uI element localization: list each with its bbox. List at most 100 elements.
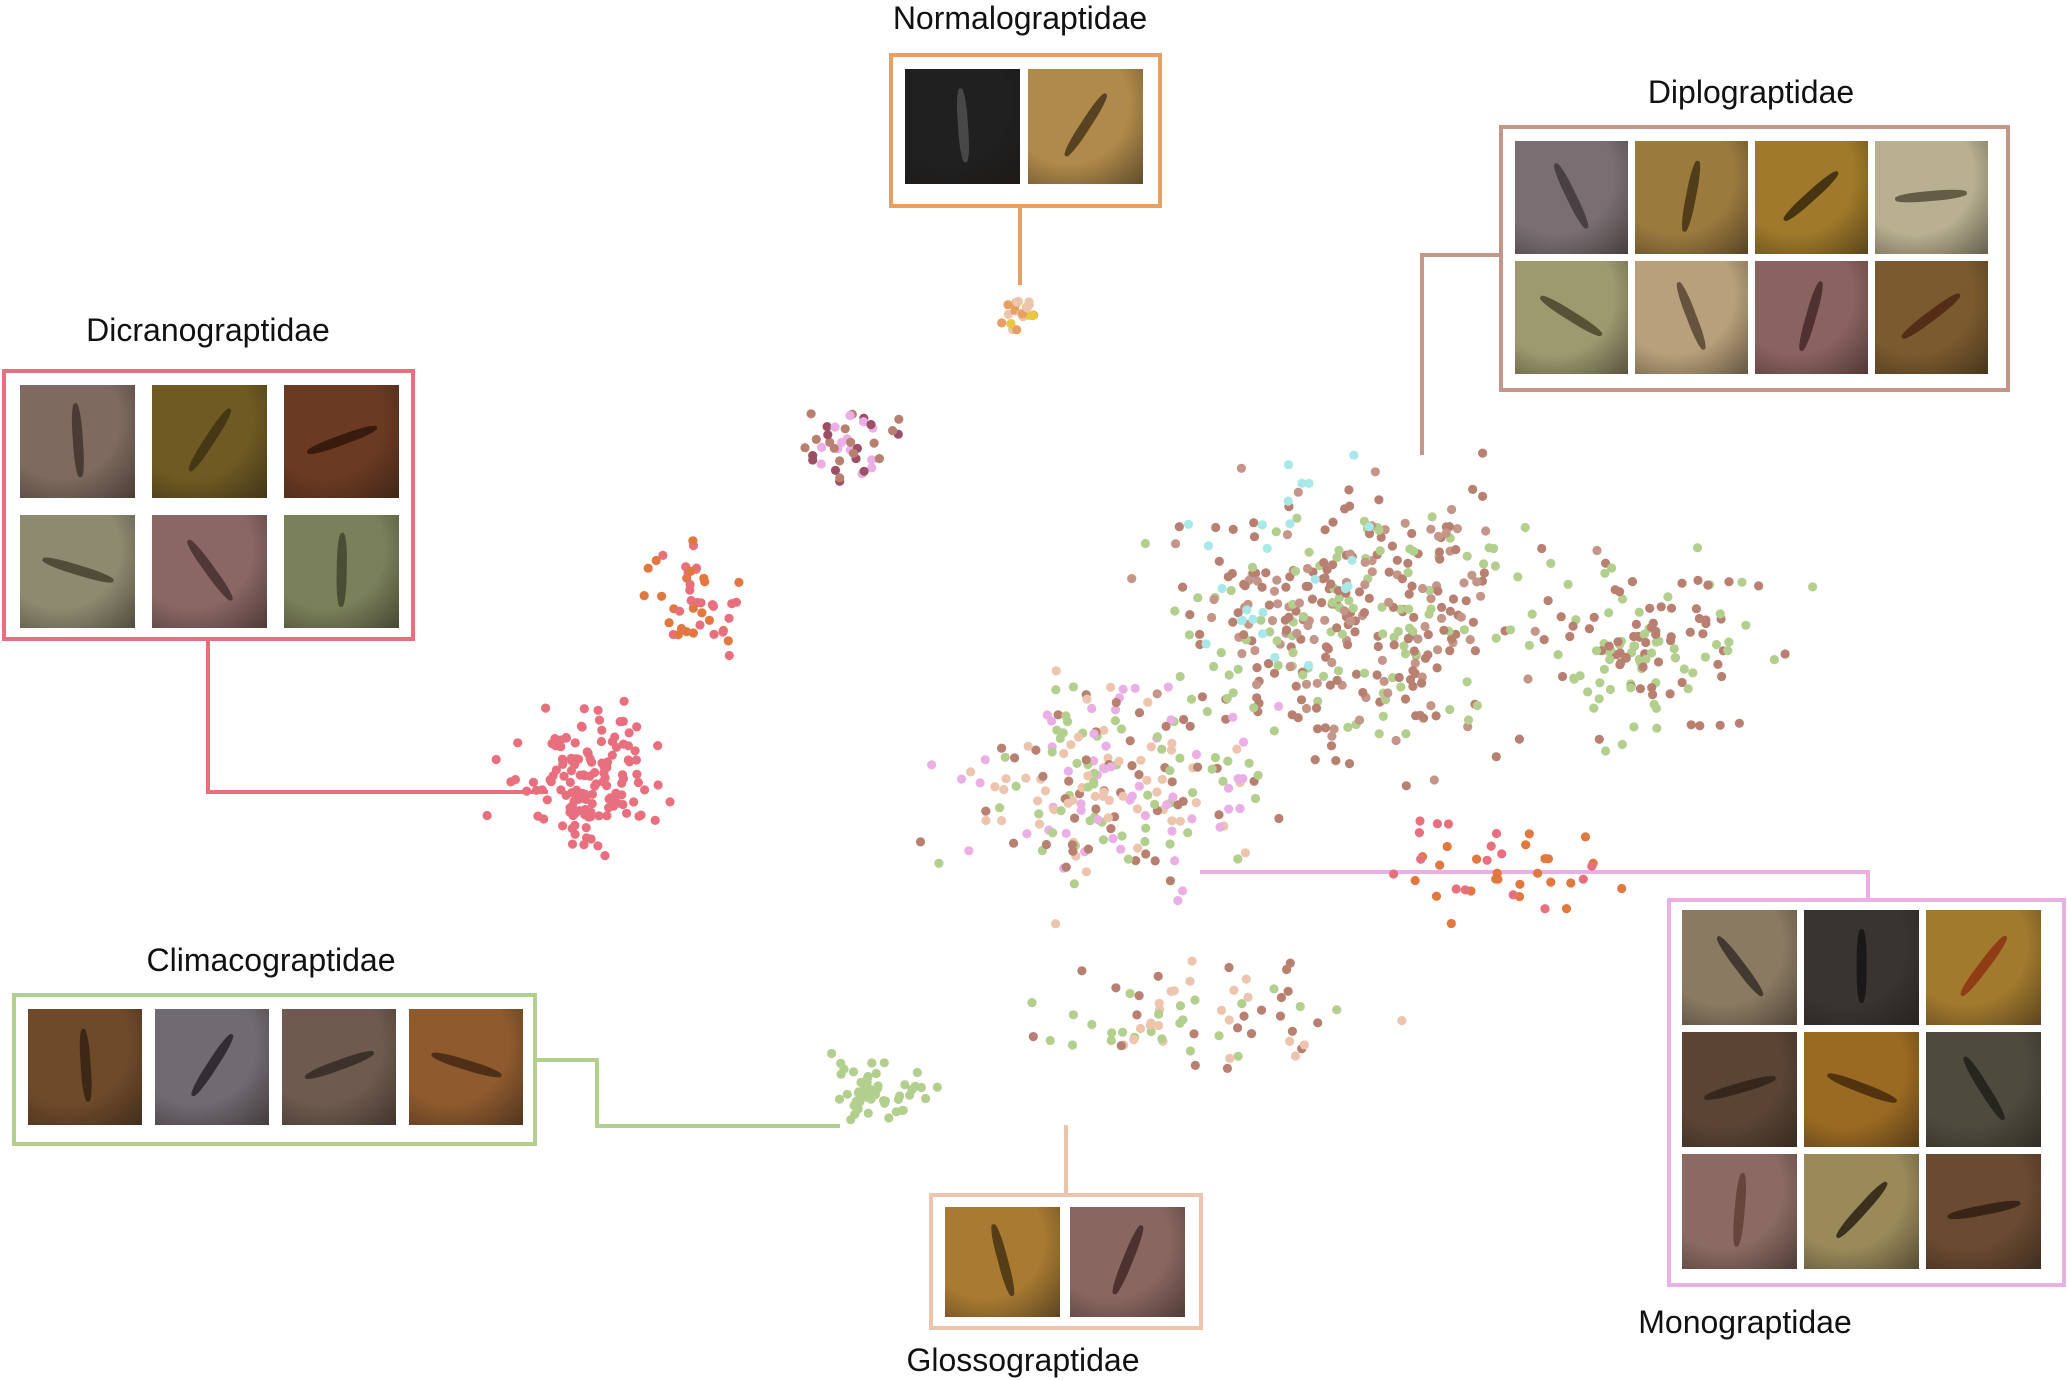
panel-normalograptidae xyxy=(889,53,1162,208)
embedding-point xyxy=(1228,617,1238,627)
glossograptidae-specimen-thumbnail xyxy=(945,1207,1060,1317)
embedding-point xyxy=(1293,487,1303,497)
embedding-point xyxy=(862,1092,872,1102)
embedding-point xyxy=(995,803,1005,813)
embedding-point xyxy=(1326,741,1337,751)
embedding-point xyxy=(618,773,629,784)
embedding-point xyxy=(1116,724,1127,734)
embedding-point xyxy=(1110,705,1121,715)
embedding-point xyxy=(1304,547,1314,557)
embedding-point xyxy=(570,829,580,839)
embedding-point xyxy=(1021,773,1031,783)
embedding-point xyxy=(1190,1060,1200,1070)
embedding-point xyxy=(1418,713,1429,723)
label-normalograptidae: Normalograptidae xyxy=(892,0,1148,36)
embedding-point xyxy=(1663,592,1673,602)
embedding-point xyxy=(533,811,543,821)
embedding-point xyxy=(675,606,685,616)
embedding-point xyxy=(827,1048,837,1059)
embedding-point xyxy=(1328,517,1338,527)
embedding-point xyxy=(1491,752,1501,762)
embedding-point xyxy=(1209,661,1219,672)
embedding-point xyxy=(869,438,879,448)
embedding-point xyxy=(603,757,613,767)
embedding-point xyxy=(1414,828,1424,838)
embedding-point xyxy=(1484,543,1494,553)
embedding-point xyxy=(1270,652,1280,663)
embedding-point xyxy=(1070,813,1080,823)
embedding-point xyxy=(1116,1041,1126,1051)
label-glossograptidae: Glossograptidae xyxy=(906,1342,1140,1378)
embedding-point xyxy=(1377,602,1387,612)
embedding-point xyxy=(1403,568,1413,578)
embedding-point xyxy=(1136,755,1146,765)
embedding-point xyxy=(1281,625,1292,635)
embedding-point xyxy=(1141,823,1151,833)
embedding-point xyxy=(842,1089,852,1099)
embedding-point xyxy=(1127,761,1137,771)
embedding-point xyxy=(867,463,877,473)
embedding-point xyxy=(1703,580,1713,590)
embedding-point xyxy=(1127,791,1137,801)
normalograptidae-specimen-thumbnail xyxy=(1028,69,1143,184)
label-monograptidae: Monograptidae xyxy=(1638,1304,1852,1340)
embedding-point xyxy=(570,738,580,748)
embedding-point xyxy=(1394,672,1404,683)
embedding-point xyxy=(1524,640,1534,651)
embedding-point xyxy=(891,1107,901,1117)
graptolite-fossil-mark xyxy=(1957,933,2010,999)
embedding-point xyxy=(879,1058,889,1068)
embedding-point xyxy=(1505,625,1516,635)
embedding-point xyxy=(1374,495,1384,505)
embedding-point xyxy=(1584,624,1594,634)
embedding-point xyxy=(1274,813,1284,824)
graptolite-fossil-mark xyxy=(69,402,86,477)
embedding-point xyxy=(1224,1015,1234,1025)
embedding-point xyxy=(1389,632,1399,642)
embedding-point xyxy=(1482,855,1492,865)
embedding-point xyxy=(1290,1051,1301,1061)
embedding-point xyxy=(1265,627,1275,637)
embedding-point xyxy=(1228,712,1238,722)
embedding-point xyxy=(1103,813,1113,823)
embedding-point xyxy=(1358,687,1368,698)
embedding-point xyxy=(1600,568,1610,578)
embedding-point xyxy=(862,1077,872,1087)
embedding-point xyxy=(1641,637,1651,648)
embedding-point xyxy=(724,613,734,623)
embedding-point xyxy=(1099,725,1109,736)
embedding-point xyxy=(1295,1001,1305,1012)
embedding-point xyxy=(734,577,744,588)
embedding-point xyxy=(1698,629,1708,639)
embedding-point xyxy=(1184,630,1194,640)
embedding-point xyxy=(1599,664,1609,674)
embedding-point xyxy=(724,650,734,661)
embedding-point xyxy=(1537,543,1547,554)
embedding-point xyxy=(1613,637,1623,647)
embedding-point xyxy=(1476,591,1486,601)
embedding-point xyxy=(997,816,1007,826)
embedding-point xyxy=(1679,664,1689,674)
embedding-point xyxy=(1427,512,1437,522)
embedding-point xyxy=(596,736,607,747)
embedding-point xyxy=(632,722,642,732)
embedding-point xyxy=(1125,736,1135,746)
embedding-point xyxy=(658,550,668,561)
embedding-point xyxy=(830,422,840,432)
embedding-point xyxy=(921,1093,931,1104)
label-dicranograptidae: Dicranograptidae xyxy=(86,312,330,348)
embedding-point xyxy=(910,1081,920,1091)
embedding-point xyxy=(723,636,733,646)
embedding-point xyxy=(1250,645,1260,656)
embedding-point xyxy=(1328,597,1338,607)
embedding-point xyxy=(1242,605,1252,615)
embedding-point xyxy=(1331,756,1341,766)
embedding-point xyxy=(1332,675,1342,686)
embedding-point xyxy=(1178,582,1188,592)
embedding-point xyxy=(1087,1019,1097,1030)
embedding-point xyxy=(811,434,821,444)
embedding-point xyxy=(1141,849,1151,859)
embedding-point xyxy=(1090,791,1100,802)
embedding-point xyxy=(1154,1020,1164,1031)
embedding-point xyxy=(565,777,576,788)
